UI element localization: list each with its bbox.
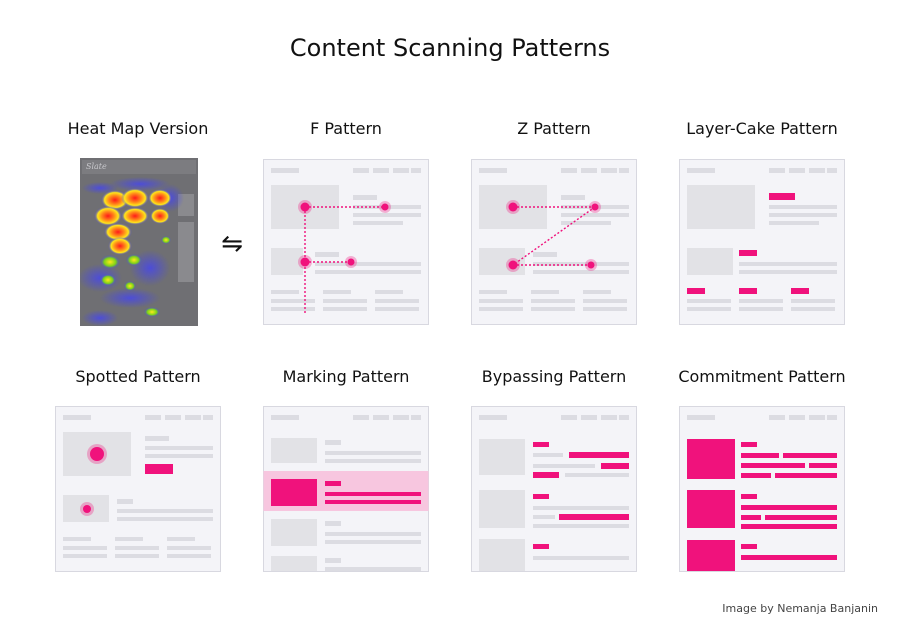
- label-z-pattern: Z Pattern: [517, 119, 591, 138]
- f-pattern-mockup: [263, 159, 429, 325]
- commitment-pattern-mockup: [679, 406, 845, 572]
- label-marking-pattern: Marking Pattern: [282, 367, 410, 386]
- bypassing-pattern-mockup: [471, 406, 637, 572]
- page-title: Content Scanning Patterns: [289, 34, 611, 62]
- heat-map-image: Slate: [80, 158, 198, 326]
- svg-text:Slate: Slate: [86, 162, 107, 171]
- label-commitment-pattern: Commitment Pattern: [678, 367, 846, 386]
- z-pattern-mockup: [471, 159, 637, 325]
- label-heat-map: Heat Map Version: [67, 119, 209, 138]
- layer-cake-pattern-mockup: [679, 159, 845, 325]
- marking-pattern-mockup: [263, 406, 429, 572]
- swap-arrows-icon: ⇋: [221, 229, 243, 259]
- label-spotted-pattern: Spotted Pattern: [75, 367, 201, 386]
- image-credit: Image by Nemanja Banjanin: [722, 602, 878, 615]
- spotted-pattern-mockup: [55, 406, 221, 572]
- label-f-pattern: F Pattern: [310, 119, 382, 138]
- label-bypassing-pattern: Bypassing Pattern: [481, 367, 627, 386]
- label-layer-cake-pattern: Layer-Cake Pattern: [686, 119, 838, 138]
